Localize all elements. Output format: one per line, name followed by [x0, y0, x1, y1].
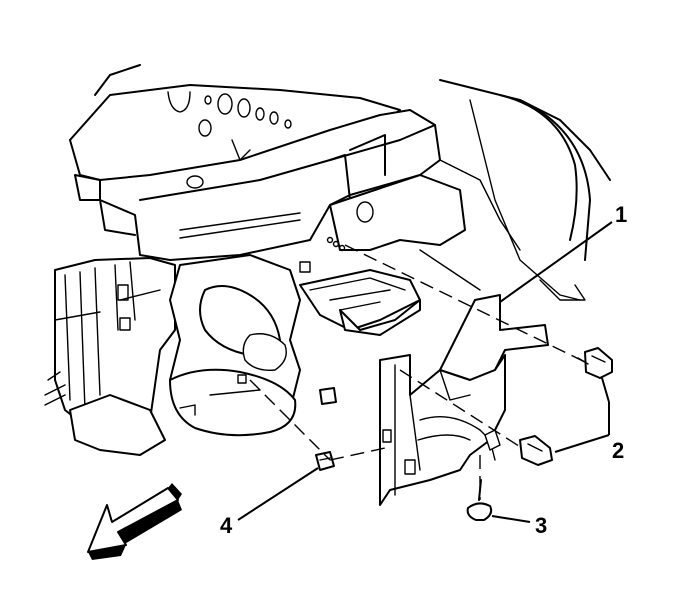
callout-1: 1: [615, 202, 627, 227]
leader-lines: [237, 221, 613, 523]
air-duct-assembly: [169, 254, 311, 437]
radiator-support: [44, 257, 176, 456]
callout-3: 3: [535, 513, 547, 538]
component-tray: [299, 269, 421, 336]
front-lower-shield: [379, 294, 549, 506]
bolt-lower: [519, 435, 553, 466]
installation-lines: [249, 244, 586, 500]
frame-rail: [74, 109, 521, 291]
nut-clip-installed: [319, 387, 337, 405]
callout-4: 4: [220, 513, 233, 538]
callout-2: 2: [612, 438, 624, 463]
direction-arrow-icon: [87, 483, 182, 560]
bolt-upper: [577, 347, 613, 379]
